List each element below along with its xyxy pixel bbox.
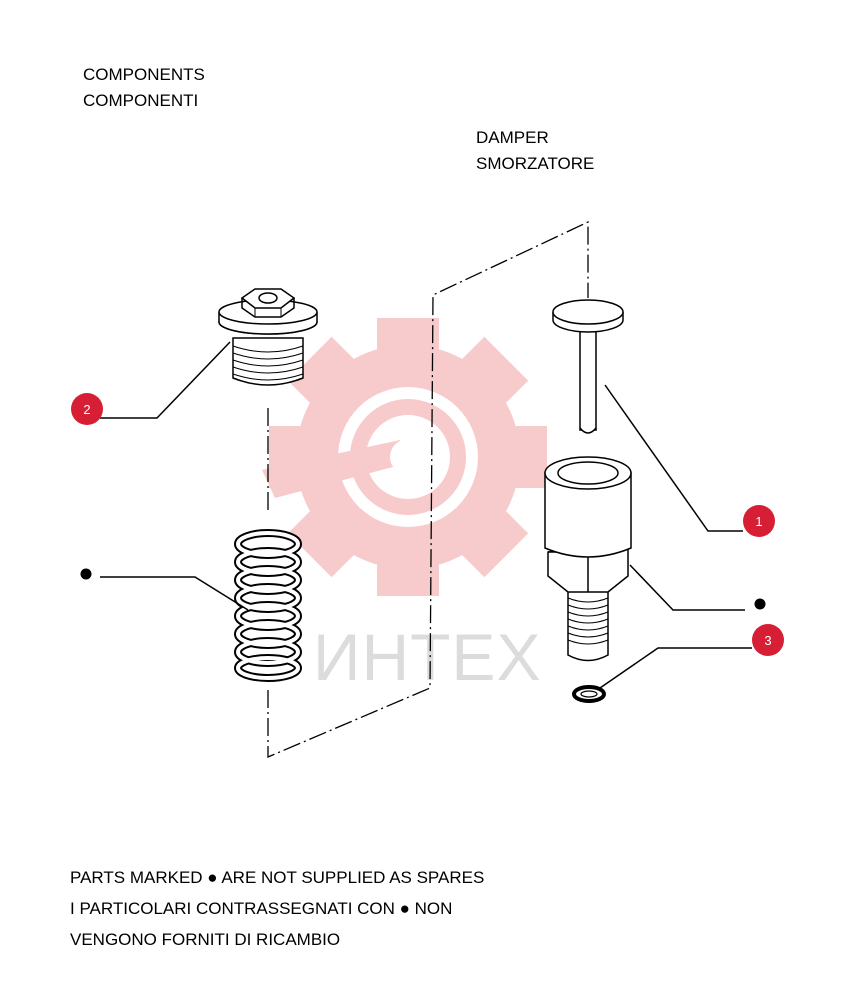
spring-part: [234, 529, 302, 682]
leader-line-3: [599, 647, 752, 689]
damper-heading: DAMPER SMORZATORE: [476, 125, 594, 177]
damper-heading-en: DAMPER: [476, 128, 549, 147]
spares-footnote: PARTS MARKED ● ARE NOT SUPPLIED AS SPARE…: [70, 862, 484, 955]
leader-line-2: [100, 341, 231, 419]
callout-badge-3: 3: [752, 624, 784, 656]
watermark-gear-icon: [262, 318, 547, 596]
callout-badge-2: 2: [71, 393, 103, 425]
footnote-line-1: PARTS MARKED ● ARE NOT SUPPLIED AS SPARE…: [70, 868, 485, 887]
callout-label-1: 1: [755, 514, 762, 529]
leader-line-1: [604, 384, 743, 532]
callout-label-2: 2: [83, 402, 90, 417]
callout-label-3: 3: [764, 633, 771, 648]
not-supplied-marker-spring: [80, 568, 92, 580]
callout-badge-1: 1: [743, 505, 775, 537]
watermark-text: ИНТЕХ: [313, 620, 541, 694]
not-supplied-marker-body: [754, 598, 766, 610]
leader-line-spring: [100, 576, 249, 611]
washer-part: [572, 685, 606, 703]
footnote-line-3: VENGONO FORNITI DI RICAMBIO: [70, 930, 341, 949]
components-heading-it: COMPONENTI: [83, 91, 199, 110]
plug-part: [218, 288, 318, 386]
components-heading: COMPONENTS COMPONENTI: [83, 62, 205, 114]
leader-line-body: [629, 564, 745, 611]
assembly-outline: [267, 220, 589, 758]
damper-body-part: [544, 456, 632, 662]
footnote-line-2: I PARTICOLARI CONTRASSEGNATI CON ● NON: [70, 899, 453, 918]
damper-heading-it: SMORZATORE: [476, 154, 595, 173]
components-heading-en: COMPONENTS: [83, 65, 205, 84]
valve-pin-part: [552, 299, 624, 434]
